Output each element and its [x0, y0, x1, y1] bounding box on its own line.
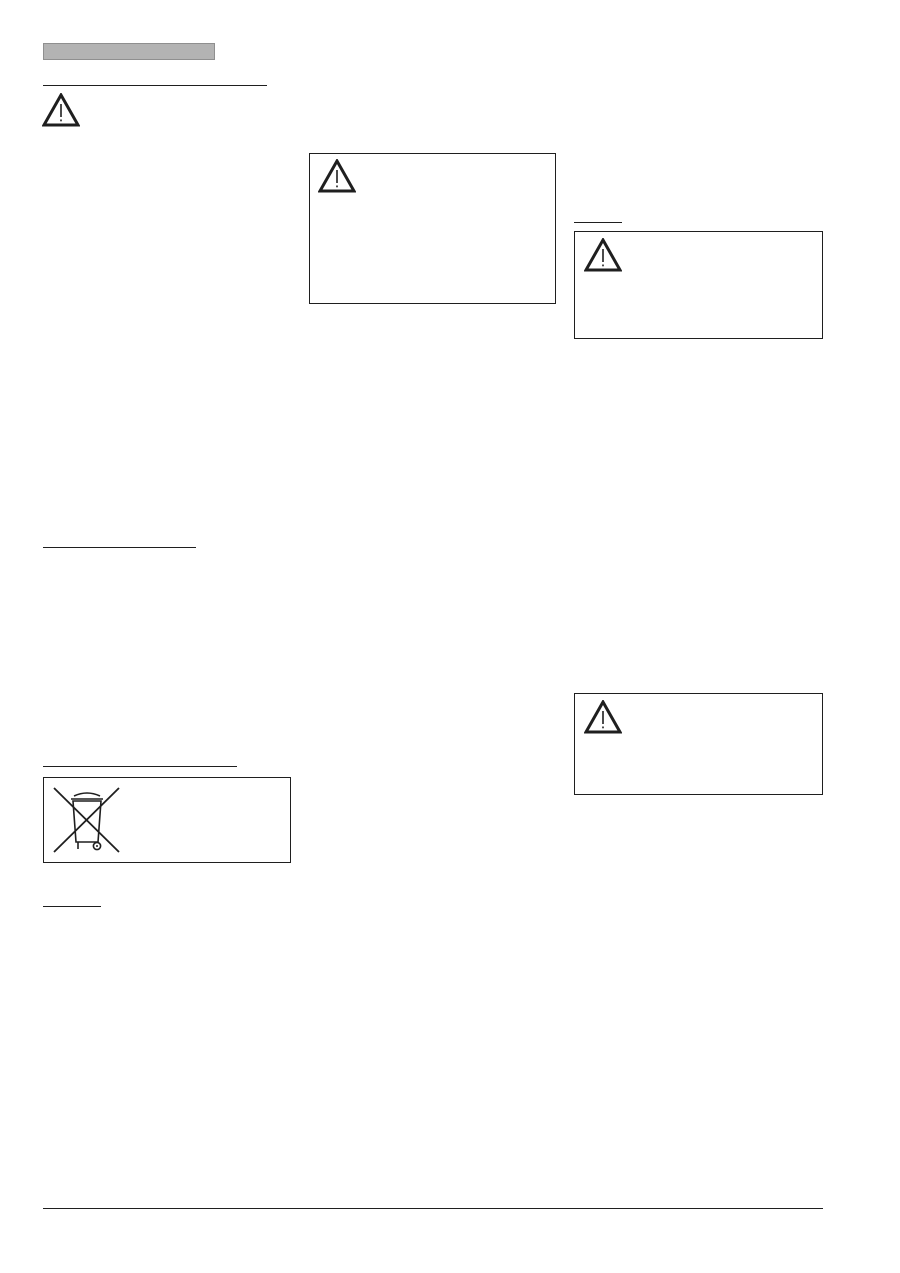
warning-triangle-icon: [584, 700, 622, 734]
warning-triangle-icon: [42, 93, 80, 127]
header-bar: [43, 43, 215, 60]
warning-triangle-icon: [584, 238, 622, 272]
footer-rule: [43, 1208, 823, 1209]
section-heading-rule-safety: [43, 85, 267, 86]
warning-box-1: [309, 153, 556, 304]
disposal-notice-box: [43, 777, 291, 863]
section-heading-rule-2: [43, 547, 196, 548]
warning-box-3: [574, 693, 823, 795]
section-heading-rule-4: [43, 906, 101, 907]
section-heading-rule-disposal: [43, 766, 237, 767]
crossed-out-wheelie-bin-icon: [53, 787, 120, 853]
section-heading-rule-col3: [574, 222, 622, 223]
warning-triangle-icon: [318, 159, 356, 193]
warning-box-2: [574, 231, 823, 339]
